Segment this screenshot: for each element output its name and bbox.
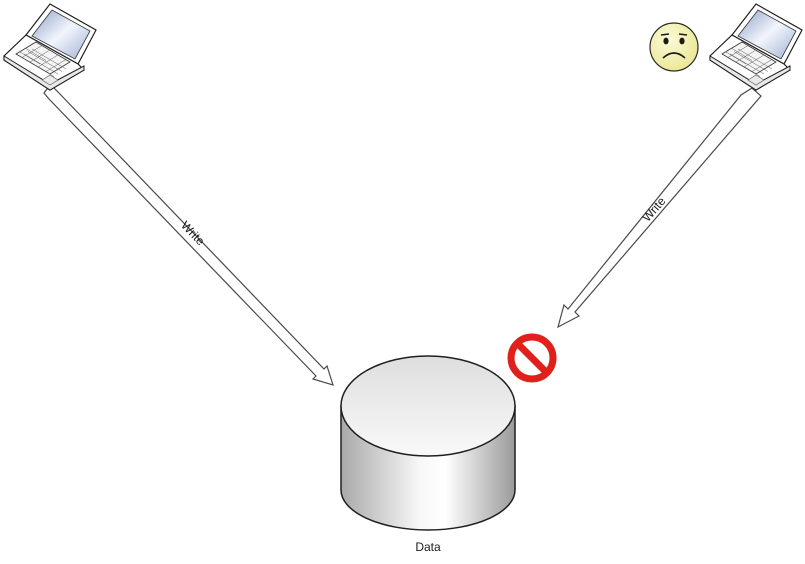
sad-face-icon	[649, 22, 699, 72]
left-write-arrow	[43, 85, 334, 386]
laptop-icon	[3, 3, 97, 91]
laptop-icon	[709, 3, 803, 91]
no-entry-icon	[507, 333, 557, 383]
database-cylinder-icon	[340, 355, 516, 531]
database-label: Data	[415, 540, 441, 554]
right-write-arrow	[557, 87, 762, 329]
